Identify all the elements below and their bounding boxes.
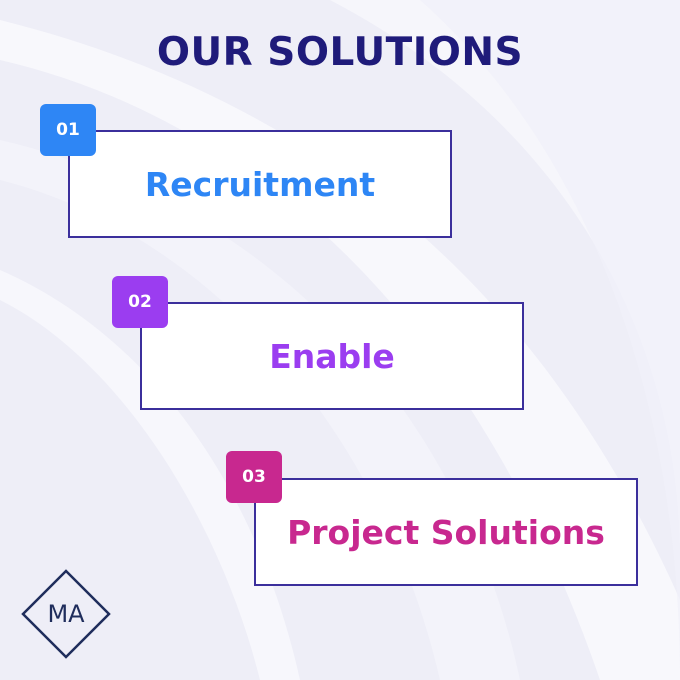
solution-number-badge: 03 [226, 451, 282, 503]
diamond-icon [21, 569, 111, 659]
brand-logo: MA [20, 568, 112, 660]
solution-label: Enable [269, 336, 395, 376]
page-title: OUR SOLUTIONS [156, 30, 524, 75]
logo-text: MA [47, 600, 85, 628]
solution-card-project-solutions: Project Solutions [254, 478, 638, 586]
solution-label: Project Solutions [287, 512, 605, 552]
solution-card-enable: Enable [140, 302, 524, 410]
solution-label: Recruitment [144, 164, 376, 204]
solution-number-badge: 01 [40, 104, 96, 156]
solution-card-recruitment: Recruitment [68, 130, 452, 238]
solution-number-badge: 02 [112, 276, 168, 328]
